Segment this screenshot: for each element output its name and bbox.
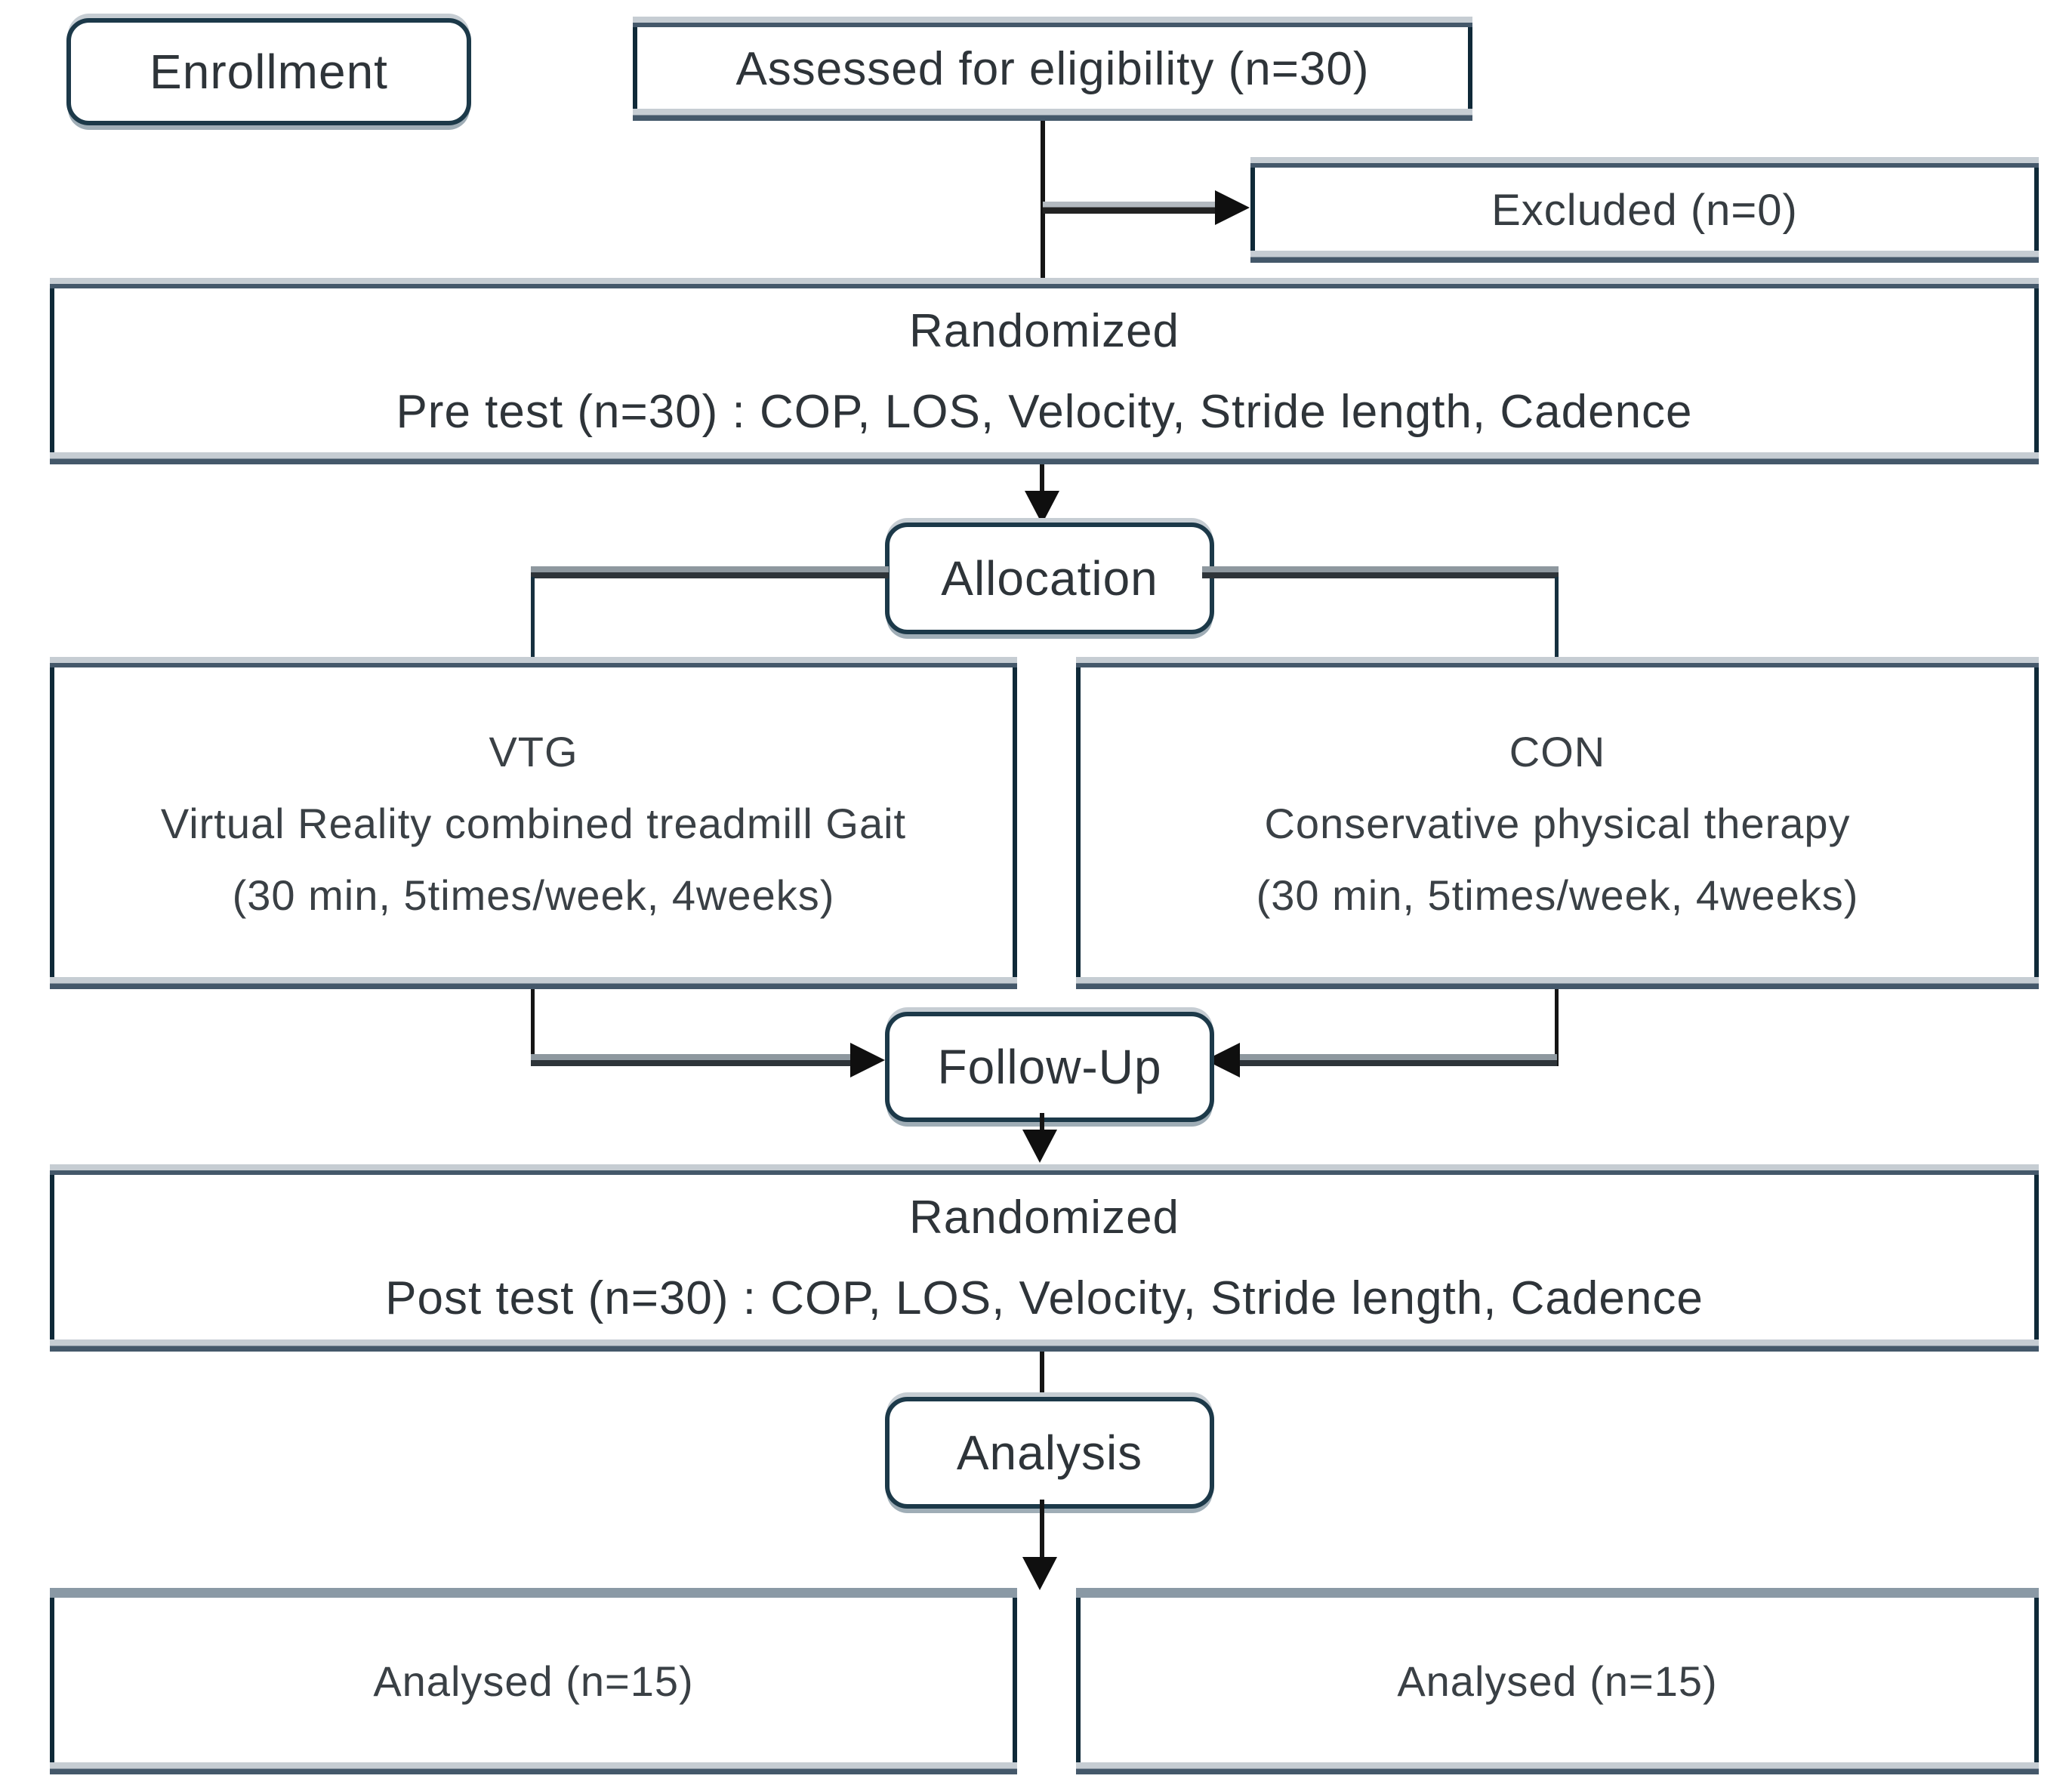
stage-allocation: Allocation	[885, 523, 1214, 634]
connector-allocation-arm-right	[1202, 566, 1559, 578]
connector-posttest-to-analysis	[1040, 1352, 1044, 1398]
vtg-dose: (30 min, 5times/week, 4weeks)	[232, 871, 835, 919]
stage-analysis-label: Analysis	[956, 1426, 1143, 1480]
arrowhead-into-allocation	[1025, 491, 1059, 524]
connector-branch-to-excluded	[1043, 202, 1216, 214]
box-assessed-for-eligibility: Assessed for eligibility (n=30)	[633, 17, 1472, 121]
randomized-pre-title: Randomized	[908, 304, 1180, 357]
connector-analysis-down	[1040, 1500, 1044, 1560]
analysed-left-label: Analysed (n=15)	[373, 1657, 694, 1705]
box-analysed-vtg: Analysed (n=15)	[50, 1588, 1017, 1774]
arrowhead-into-analysed	[1022, 1557, 1057, 1590]
randomized-post-detail: Post test (n=30) : COP, LOS, Velocity, S…	[385, 1272, 1704, 1324]
box-vtg-group: VTG Virtual Reality combined treadmill G…	[50, 657, 1017, 989]
assessed-label: Assessed for eligibility (n=30)	[735, 42, 1370, 95]
vtg-title: VTG	[489, 727, 578, 775]
arrowhead-into-followup-left	[850, 1043, 885, 1077]
analysed-right-label: Analysed (n=15)	[1397, 1657, 1718, 1705]
stage-allocation-label: Allocation	[941, 551, 1158, 606]
connector-vtg-down	[531, 989, 535, 1066]
box-con-group: CON Conservative physical therapy (30 mi…	[1076, 657, 2039, 989]
connector-allocation-arm-left	[531, 566, 889, 578]
con-title: CON	[1509, 727, 1606, 775]
box-randomized-pretest: Randomized Pre test (n=30) : COP, LOS, V…	[50, 278, 2039, 464]
connector-vtg-to-followup	[531, 1054, 851, 1066]
con-dose: (30 min, 5times/week, 4weeks)	[1256, 871, 1859, 919]
stage-followup-label: Follow-Up	[937, 1040, 1162, 1094]
randomized-post-title: Randomized	[908, 1191, 1180, 1244]
arrowhead-into-excluded	[1215, 190, 1250, 225]
vtg-description: Virtual Reality combined treadmill Gait	[160, 799, 907, 847]
stage-enrollment: Enrollment	[66, 18, 471, 125]
stage-enrollment-label: Enrollment	[150, 45, 388, 99]
stage-analysis: Analysis	[885, 1397, 1214, 1509]
box-analysed-con: Analysed (n=15)	[1076, 1588, 2039, 1774]
excluded-label: Excluded (n=0)	[1491, 185, 1798, 235]
arrowhead-into-posttest	[1022, 1130, 1057, 1163]
connector-drop-to-vtg	[531, 577, 535, 657]
stage-followup: Follow-Up	[885, 1012, 1214, 1122]
connector-assessed-to-randomized	[1041, 121, 1045, 279]
randomized-pre-detail: Pre test (n=30) : COP, LOS, Velocity, St…	[396, 385, 1693, 438]
connector-followup-to-posttest	[1040, 1113, 1044, 1136]
connector-con-to-followup	[1240, 1054, 1557, 1066]
connector-drop-to-con	[1555, 577, 1559, 657]
connector-con-down	[1555, 989, 1559, 1066]
con-description: Conservative physical therapy	[1264, 799, 1851, 847]
box-randomized-posttest: Randomized Post test (n=30) : COP, LOS, …	[50, 1164, 2039, 1352]
box-excluded: Excluded (n=0)	[1250, 157, 2039, 263]
connector-randomized-to-allocation	[1040, 464, 1044, 495]
